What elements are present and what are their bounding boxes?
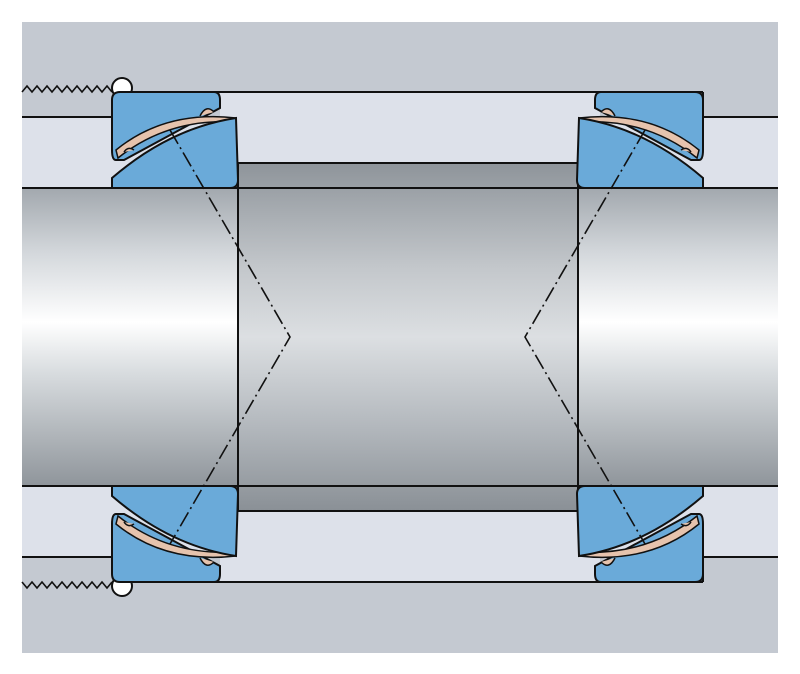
inner-ring-left-lower [111, 485, 240, 558]
seal-lip-left-lower [199, 557, 215, 566]
inner-ring-right-upper [575, 116, 704, 189]
thread-upper [21, 84, 113, 94]
bearing-right-lower [575, 485, 704, 583]
bearing-right-upper [575, 91, 704, 189]
seal-lip-left-upper [199, 108, 215, 117]
housing-left-shoulder-upper [22, 22, 112, 117]
seal-lip-right-upper [600, 108, 616, 117]
inner-ring-right-lower [575, 485, 704, 558]
load-lines [169, 129, 646, 545]
seal-lip-right-lower [600, 557, 616, 566]
housing-left-shoulder-lower [22, 557, 112, 653]
center-bore-lower [220, 511, 600, 582]
inner-ring-left-upper [111, 116, 240, 189]
spacer-sleeve [238, 163, 578, 511]
load-line-left [169, 129, 291, 545]
seal-lip-right-upper-2 [680, 147, 692, 153]
seal-lip-right-lower-2 [680, 521, 692, 527]
seal-lip-left-lower-2 [123, 521, 135, 527]
bearing-left-lower [111, 485, 240, 583]
seal-lip-left-upper-2 [123, 147, 135, 153]
center-bore-upper [220, 92, 600, 163]
bearing-left-upper [111, 91, 240, 189]
thread-lower [21, 580, 113, 590]
load-line-right [524, 129, 646, 545]
